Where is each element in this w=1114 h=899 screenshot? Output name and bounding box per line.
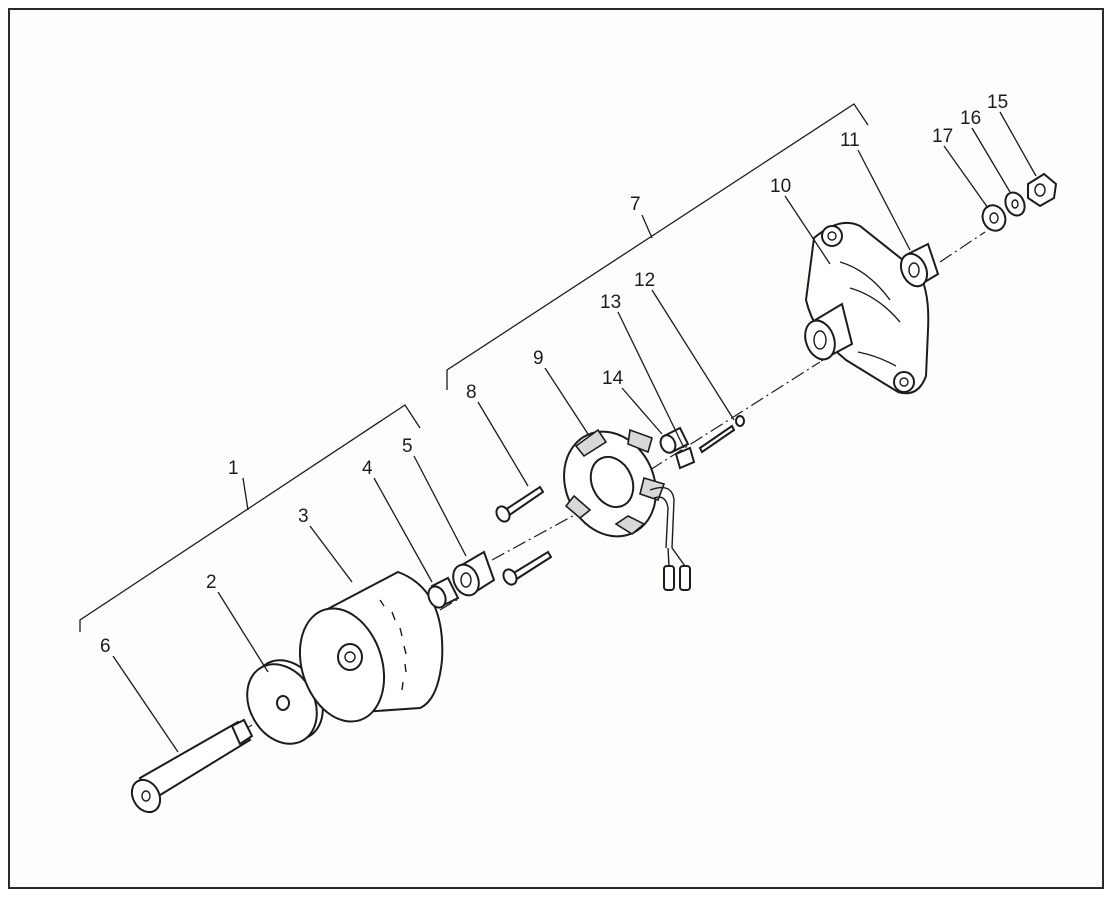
part-labels: 1 2 3 4 5 6 7 8 9 10 11 12 13 14 15 16 1…	[100, 92, 1008, 657]
part-5-bearing	[452, 550, 496, 597]
part-16-spring-washer	[1004, 191, 1026, 217]
label-part-8: 8	[466, 382, 477, 403]
part-17-washer	[981, 204, 1007, 232]
label-part-17: 17	[932, 126, 953, 147]
part-10-housing	[804, 222, 930, 395]
part-6-shaft-bolt	[130, 718, 254, 814]
label-part-16: 16	[960, 108, 981, 129]
part-14-spacer	[659, 426, 690, 454]
label-part-5: 5	[402, 436, 413, 457]
part-3-rotor	[298, 570, 444, 723]
leader-lines	[112, 111, 1037, 753]
part-11-bearing	[899, 242, 940, 288]
diagram-frame	[8, 8, 1104, 889]
label-part-6: 6	[100, 636, 111, 657]
label-part-2: 2	[206, 572, 217, 593]
label-part-14: 14	[602, 368, 624, 389]
part-4-collar	[427, 576, 460, 609]
label-part-13: 13	[600, 292, 621, 313]
label-part-4: 4	[362, 458, 373, 479]
label-part-7: 7	[630, 194, 641, 215]
part-12-screw	[698, 415, 745, 454]
bracket-group-7	[446, 103, 869, 390]
label-part-11: 11	[840, 130, 860, 151]
label-part-3: 3	[298, 506, 309, 527]
part-13-nut	[674, 446, 696, 470]
part-9-stator	[563, 428, 691, 591]
part-15-nut	[1027, 172, 1058, 208]
label-part-10: 10	[770, 176, 791, 197]
label-part-9: 9	[533, 348, 544, 369]
part-8-screws	[495, 485, 553, 586]
bracket-group-1	[79, 404, 421, 632]
label-part-15: 15	[987, 92, 1008, 113]
label-part-12: 12	[634, 270, 655, 291]
label-part-1: 1	[228, 458, 239, 479]
